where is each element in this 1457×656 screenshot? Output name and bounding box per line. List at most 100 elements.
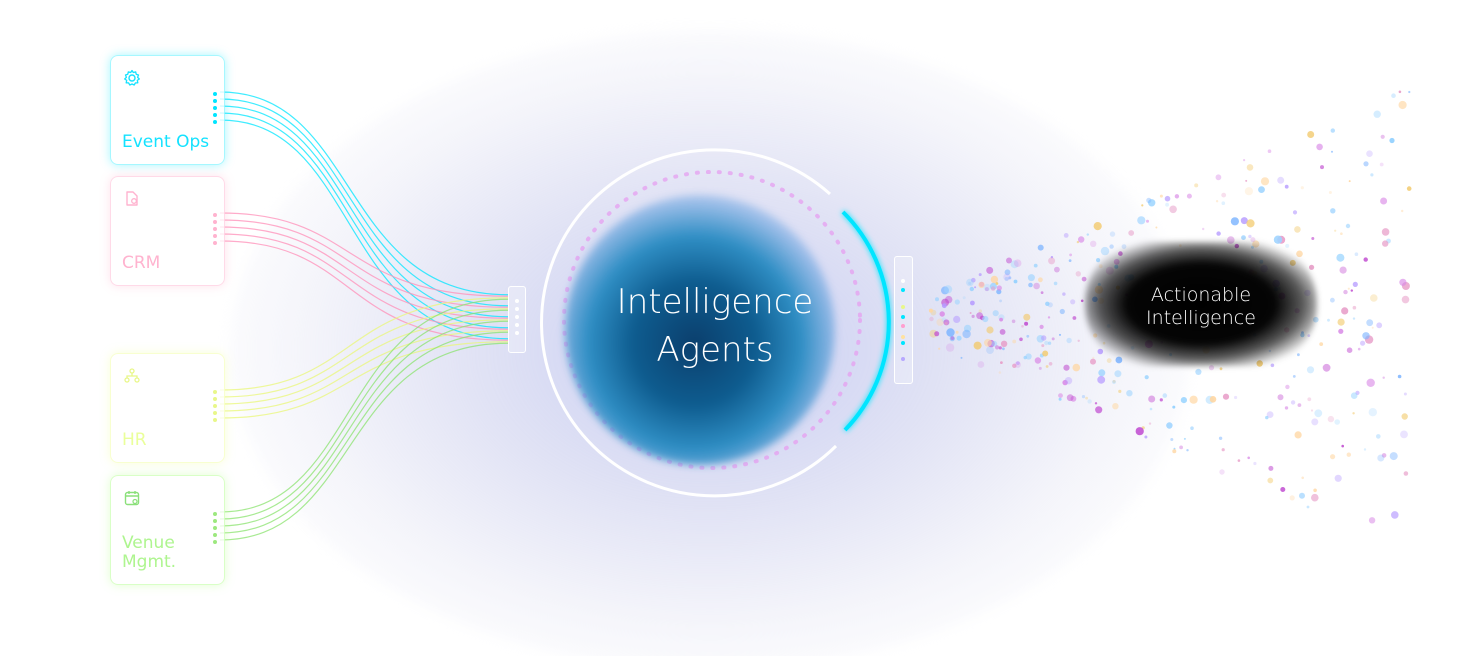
particle-dot [996, 285, 1002, 291]
particle-dot [1290, 400, 1296, 405]
particle-dot [1280, 487, 1286, 492]
particle-dot [1360, 340, 1366, 346]
particle-dot [1218, 436, 1223, 440]
particle-dot [1159, 398, 1163, 402]
particle-dot [1166, 422, 1173, 429]
agent-output-port [894, 256, 913, 384]
people-network-icon [124, 368, 140, 383]
particle-dot [995, 282, 999, 285]
source-label: Event Ops [122, 132, 210, 152]
particle-dot [1320, 165, 1324, 170]
particle-dot [1273, 235, 1283, 244]
connector-wire [219, 91, 509, 296]
particle-dot [1025, 353, 1032, 360]
particle-dot [1048, 257, 1056, 265]
particle-dot [1109, 244, 1114, 249]
particle-dot [1141, 204, 1144, 207]
particle-dot [1400, 430, 1408, 439]
particle-dot [1285, 243, 1290, 248]
particle-dot [1246, 219, 1255, 228]
particle-dot [1090, 358, 1096, 365]
particle-dot [1012, 363, 1017, 368]
connector-wire [219, 212, 509, 297]
particle-dot [1094, 402, 1098, 405]
particle-dot [1327, 318, 1330, 322]
particle-dot [1327, 415, 1335, 423]
connector-wire [219, 112, 509, 329]
source-card-crm[interactable]: CRM [110, 176, 225, 286]
particle-dot [1380, 134, 1385, 139]
particle-dot [1096, 258, 1101, 263]
particle-dot [1097, 375, 1106, 384]
particle-dot [1289, 495, 1295, 501]
connector-wire [219, 219, 509, 308]
source-card-hr[interactable]: HR [110, 353, 225, 463]
source-card-venue-mgmt[interactable]: Venue Mgmt. [110, 475, 225, 585]
source-card-event-ops[interactable]: Event Ops [110, 55, 225, 165]
particle-dot [1403, 392, 1407, 396]
particle-dot [1222, 393, 1230, 400]
particle-dot [1391, 93, 1396, 98]
particle-dot [1023, 355, 1027, 360]
particle-dot [1092, 356, 1095, 359]
actionable-intelligence-label: Actionable Intelligence [1110, 284, 1292, 330]
particle-dot [1148, 422, 1152, 425]
particle-dot [1086, 233, 1090, 236]
particle-dot [1294, 431, 1302, 439]
actionable-intelligence-node [1085, 242, 1317, 366]
particle-dot [983, 283, 991, 291]
particle-dot [998, 371, 1002, 374]
particle-dot [1408, 90, 1411, 94]
particle-dot [1299, 492, 1305, 499]
particle-dot [1334, 474, 1342, 482]
particle-dot [1189, 395, 1198, 404]
particle-dot [1112, 379, 1116, 383]
particle-dot [1097, 348, 1104, 355]
particle-dot [1180, 397, 1187, 404]
particle-dot [1027, 274, 1035, 282]
particle-dot [941, 286, 949, 295]
particle-dot [976, 312, 983, 320]
particle-dot [1391, 511, 1399, 519]
particle-dot [1038, 366, 1042, 370]
output-label-line: Actionable [1150, 284, 1252, 306]
particle-dot [1000, 340, 1008, 347]
particle-dot [1277, 176, 1285, 184]
particle-dot [1068, 259, 1072, 262]
particle-dot [1398, 100, 1407, 110]
particle-dot [1042, 350, 1049, 357]
particle-dot [1087, 399, 1092, 404]
particle-dot [970, 300, 975, 306]
particle-dot [1346, 347, 1353, 354]
particle-dot [1058, 393, 1063, 398]
particle-dot [1146, 197, 1152, 203]
particle-dot [955, 330, 959, 334]
particle-dot [1352, 412, 1355, 415]
connector-wire [219, 309, 509, 520]
particle-dot [1285, 384, 1290, 390]
particle-dot [1368, 517, 1376, 524]
particle-dot [939, 311, 945, 317]
particle-dot [1219, 469, 1225, 475]
particle-dot [1047, 316, 1051, 319]
particle-dot [1090, 240, 1097, 247]
particle-dot [1159, 194, 1163, 198]
particle-dot [1016, 361, 1020, 365]
particle-dot [1195, 368, 1202, 375]
particle-dot [1345, 223, 1351, 229]
particle-dot [1070, 395, 1077, 402]
particle-dot [1331, 150, 1333, 153]
particle-dot [1354, 252, 1359, 256]
particle-dot [1144, 435, 1148, 439]
particle-dot [1389, 137, 1395, 144]
particle-dot [1062, 379, 1068, 386]
particle-dot [1334, 419, 1340, 425]
agent-input-port [508, 286, 526, 353]
particle-dot [1063, 364, 1070, 371]
particle-dot [945, 343, 955, 352]
particle-dot [944, 322, 948, 325]
particle-dot [1040, 291, 1044, 294]
particle-dot [1149, 407, 1153, 411]
particle-dot [1135, 427, 1144, 436]
particle-dot [962, 296, 966, 300]
